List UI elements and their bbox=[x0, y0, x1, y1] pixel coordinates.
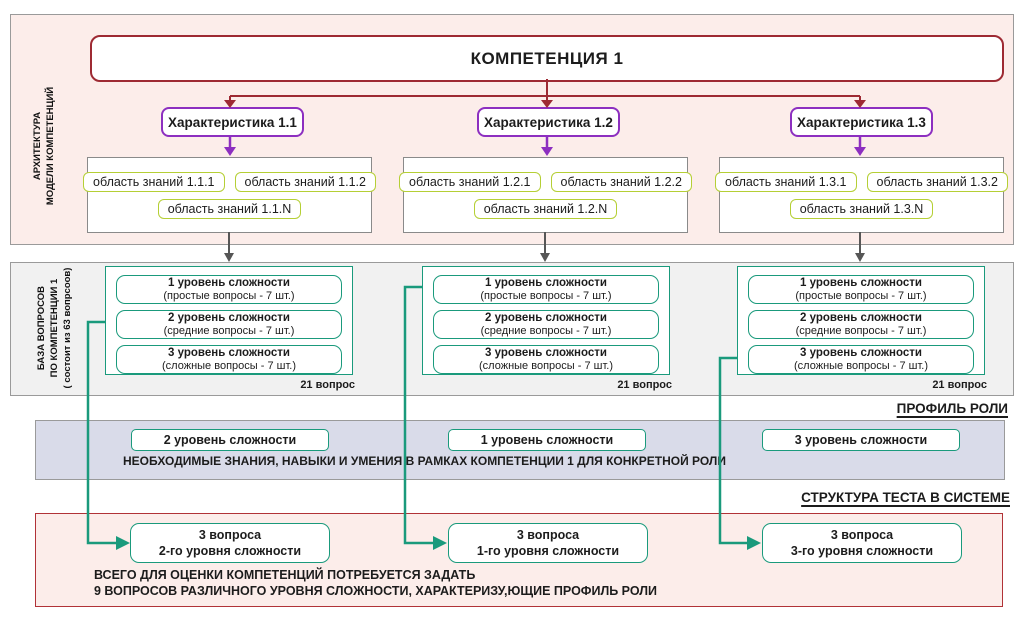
level-subtitle: (простые вопросы - 7 шт.) bbox=[480, 290, 612, 302]
knowledge-chip: область знаний 1.2.2 bbox=[550, 171, 692, 192]
question-group-2: 1 уровень сложности (простые вопросы - 7… bbox=[422, 266, 670, 375]
knowledge-row: область знаний 1.2.1 область знаний 1.2.… bbox=[399, 171, 692, 192]
level-title: 1 уровень сложности bbox=[800, 277, 922, 289]
knowledge-row: область знаний 1.2.N bbox=[473, 198, 618, 219]
level-title: 3 уровень сложности bbox=[800, 347, 922, 359]
level-subtitle: (простые вопросы - 7 шт.) bbox=[163, 290, 295, 302]
level-subtitle: (средние вопросы - 7 шт.) bbox=[480, 325, 612, 337]
role-profile-level-2: 1 уровень сложности bbox=[448, 429, 646, 451]
knowledge-container-1: область знаний 1.1.1 область знаний 1.1.… bbox=[83, 157, 376, 233]
level-title: 3 уровень сложности bbox=[485, 347, 607, 359]
question-group-total-2: 21 вопрос bbox=[617, 379, 672, 391]
characteristic-box-2: Характеристика 1.2 bbox=[477, 107, 620, 137]
question-group-1: 1 уровень сложности (простые вопросы - 7… bbox=[105, 266, 353, 375]
architecture-side-label-line2: МОДЕЛИ КОМПЕТЕНЦИЙ bbox=[44, 86, 56, 206]
question-group-total-1: 21 вопрос bbox=[300, 379, 355, 391]
question-group-total-3: 21 вопрос bbox=[932, 379, 987, 391]
level-title: 3 уровень сложности bbox=[168, 347, 290, 359]
knowledge-chip: область знаний 1.1.2 bbox=[234, 171, 376, 192]
level-title: 1 уровень сложности bbox=[485, 277, 607, 289]
knowledge-container-2: область знаний 1.2.1 область знаний 1.2.… bbox=[399, 157, 692, 233]
test-box-line2: 3-го уровня сложности bbox=[790, 544, 934, 558]
level-title: 2 уровень сложности bbox=[800, 312, 922, 324]
level-subtitle: (средние вопросы - 7 шт.) bbox=[163, 325, 295, 337]
level-box: 2 уровень сложности (средние вопросы - 7… bbox=[433, 310, 659, 339]
level-subtitle: (средние вопросы - 7 шт.) bbox=[795, 325, 927, 337]
knowledge-row: область знаний 1.1.N bbox=[157, 198, 302, 219]
test-box-line2: 1-го уровня сложности bbox=[476, 544, 620, 558]
level-subtitle: (сложные вопросы - 7 шт.) bbox=[162, 360, 296, 372]
test-box-1: 3 вопроса 2-го уровня сложности bbox=[130, 523, 330, 563]
level-box: 1 уровень сложности (простые вопросы - 7… bbox=[433, 275, 659, 304]
knowledge-chip: область знаний 1.3.2 bbox=[866, 171, 1008, 192]
knowledge-chip: область знаний 1.2.N bbox=[473, 198, 618, 219]
test-box-3: 3 вопроса 3-го уровня сложности bbox=[762, 523, 962, 563]
characteristic-label-3: Характеристика 1.3 bbox=[797, 114, 926, 130]
level-title: 1 уровень сложности bbox=[168, 277, 290, 289]
test-box-line2: 2-го уровня сложности bbox=[158, 544, 302, 558]
question-bank-side-label-line2: ПО КОМПЕТЕНЦИИ 1 bbox=[48, 278, 60, 378]
level-subtitle: (простые вопросы - 7 шт.) bbox=[795, 290, 927, 302]
characteristic-box-3: Характеристика 1.3 bbox=[790, 107, 933, 137]
level-box: 2 уровень сложности (средние вопросы - 7… bbox=[748, 310, 974, 339]
role-profile-heading: ПРОФИЛЬ РОЛИ bbox=[896, 401, 1008, 416]
characteristic-label-2: Характеристика 1.2 bbox=[484, 114, 613, 130]
question-bank-side-label: БАЗА ВОПРОСОВ ПО КОМПЕТЕНЦИИ 1 ( состоит… bbox=[36, 258, 74, 398]
role-profile-description: НЕОБХОДИМЫЕ ЗНАНИЯ, НАВЫКИ И УМЕНИЯ В РА… bbox=[123, 454, 726, 468]
level-box: 1 уровень сложности (простые вопросы - 7… bbox=[116, 275, 342, 304]
level-box: 3 уровень сложности (сложные вопросы - 7… bbox=[748, 345, 974, 374]
architecture-side-label-line1: АРХИТЕКТУРА bbox=[32, 111, 43, 181]
knowledge-row: область знаний 1.1.1 область знаний 1.1.… bbox=[83, 171, 376, 192]
knowledge-chip: область знаний 1.3.N bbox=[789, 198, 934, 219]
architecture-side-label: АРХИТЕКТУРА МОДЕЛИ КОМПЕТЕНЦИЙ bbox=[32, 64, 58, 228]
level-box: 3 уровень сложности (сложные вопросы - 7… bbox=[116, 345, 342, 374]
knowledge-chip: область знаний 1.3.1 bbox=[715, 171, 857, 192]
level-subtitle: (сложные вопросы - 7 шт.) bbox=[794, 360, 928, 372]
knowledge-chip: область знаний 1.2.1 bbox=[399, 171, 541, 192]
level-box: 3 уровень сложности (сложные вопросы - 7… bbox=[433, 345, 659, 374]
test-summary: ВСЕГО ДЛЯ ОЦЕНКИ КОМПЕТЕНЦИЙ ПОТРЕБУЕТСЯ… bbox=[94, 568, 657, 599]
characteristic-label-1: Характеристика 1.1 bbox=[168, 114, 297, 130]
test-box-line1: 3 вопроса bbox=[198, 528, 262, 542]
characteristic-box-1: Характеристика 1.1 bbox=[161, 107, 304, 137]
test-box-2: 3 вопроса 1-го уровня сложности bbox=[448, 523, 648, 563]
question-bank-side-label-line1: БАЗА ВОПРОСОВ bbox=[36, 285, 47, 371]
role-profile-level-1: 2 уровень сложности bbox=[131, 429, 329, 451]
level-title: 2 уровень сложности bbox=[168, 312, 290, 324]
level-box: 2 уровень сложности (средние вопросы - 7… bbox=[116, 310, 342, 339]
knowledge-container-3: область знаний 1.3.1 область знаний 1.3.… bbox=[715, 157, 1008, 233]
level-title: 2 уровень сложности bbox=[485, 312, 607, 324]
test-box-line1: 3 вопроса bbox=[516, 528, 580, 542]
level-subtitle: (сложные вопросы - 7 шт.) bbox=[479, 360, 613, 372]
knowledge-chip: область знаний 1.1.1 bbox=[83, 171, 225, 192]
knowledge-row: область знаний 1.3.1 область знаний 1.3.… bbox=[715, 171, 1008, 192]
level-box: 1 уровень сложности (простые вопросы - 7… bbox=[748, 275, 974, 304]
test-summary-line1: ВСЕГО ДЛЯ ОЦЕНКИ КОМПЕТЕНЦИЙ ПОТРЕБУЕТСЯ… bbox=[94, 568, 476, 582]
competency-title: КОМПЕТЕНЦИЯ 1 bbox=[470, 48, 624, 68]
test-summary-line2: 9 ВОПРОСОВ РАЗЛИЧНОГО УРОВНЯ СЛОЖНОСТИ, … bbox=[94, 583, 658, 598]
gray-arrowheads bbox=[224, 253, 865, 262]
knowledge-row: область знаний 1.3.N bbox=[789, 198, 934, 219]
question-bank-side-label-line3: ( состоит из 63 вопрсоов) bbox=[61, 267, 73, 389]
test-structure-heading: СТРУКТУРА ТЕСТА В СИСТЕМЕ bbox=[801, 490, 1010, 505]
question-group-3: 1 уровень сложности (простые вопросы - 7… bbox=[737, 266, 985, 375]
role-profile-level-3: 3 уровень сложности bbox=[762, 429, 960, 451]
competency-title-box: КОМПЕТЕНЦИЯ 1 bbox=[90, 35, 1004, 82]
test-box-line1: 3 вопроса bbox=[830, 528, 894, 542]
knowledge-chip: область знаний 1.1.N bbox=[157, 198, 302, 219]
